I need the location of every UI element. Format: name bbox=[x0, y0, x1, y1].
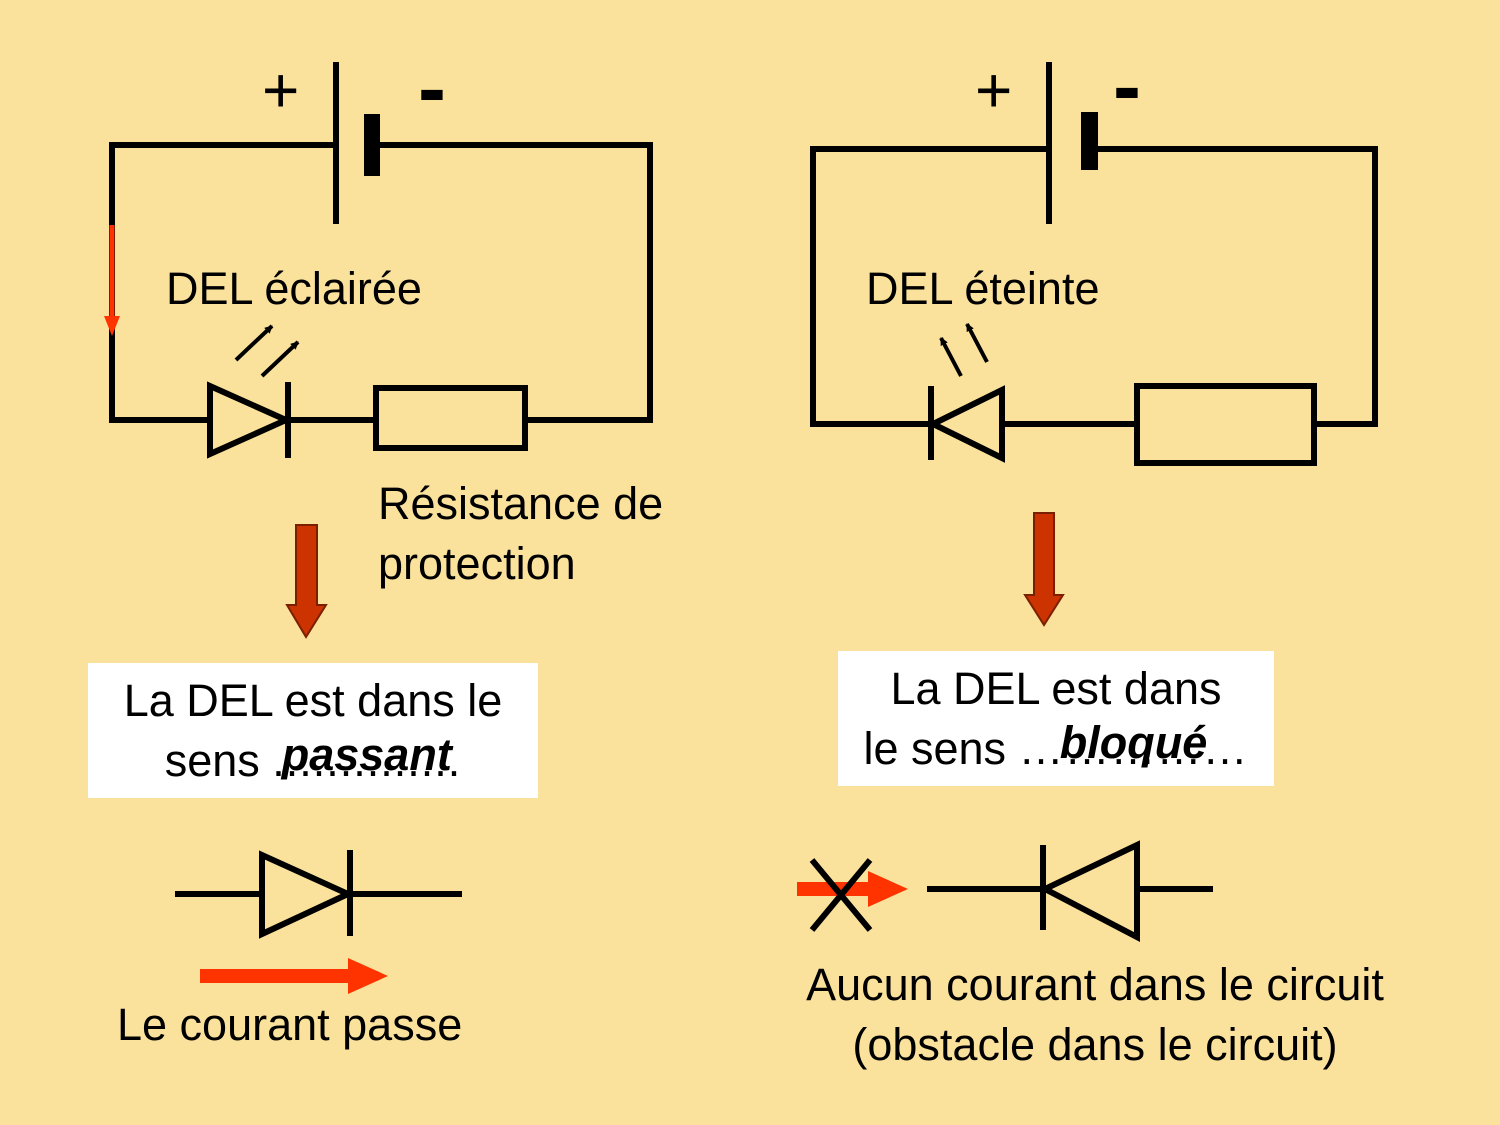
right-caption: Aucun courant dans le circuit (obstacle … bbox=[770, 955, 1420, 1075]
left-conclusion-box: La DEL est dans le sens ..............pa… bbox=[88, 663, 538, 798]
right-down-arrow bbox=[1023, 512, 1065, 627]
left-box-line2-prefix: sens bbox=[164, 735, 273, 786]
right-battery-minus-sign: - bbox=[1113, 39, 1141, 133]
left-led-light-arrows bbox=[234, 324, 300, 378]
left-passing-diode-symbol bbox=[175, 850, 462, 939]
right-led-symbol bbox=[926, 385, 1005, 463]
right-led-light-arrows bbox=[939, 323, 989, 377]
resistor-label-line2: protection bbox=[378, 538, 576, 589]
right-caption-line1: Aucun courant dans le circuit bbox=[806, 959, 1384, 1010]
left-down-arrow bbox=[285, 524, 328, 639]
right-circuit bbox=[797, 62, 1378, 942]
left-led-state-label: DEL éclairée bbox=[166, 263, 422, 314]
resistor-label: Résistance de protection bbox=[378, 474, 663, 594]
right-battery bbox=[1046, 62, 1098, 224]
right-blocking-diode-symbol bbox=[927, 840, 1213, 942]
left-led-symbol bbox=[207, 381, 294, 459]
right-circuit-wires bbox=[810, 146, 1378, 427]
right-box-line2: le sens ……………bloqué bbox=[838, 717, 1274, 779]
cross-icon bbox=[809, 858, 873, 932]
left-box-line2: sens ..............passant bbox=[88, 729, 538, 791]
left-current-arrow bbox=[104, 225, 120, 336]
left-box-blank-dots: .............. bbox=[272, 735, 462, 786]
right-box-line2-prefix: le sens bbox=[863, 723, 1019, 774]
right-resistor bbox=[1134, 383, 1317, 466]
right-box-blank-dots: …………… bbox=[1018, 723, 1249, 774]
left-battery-plus-sign: + bbox=[262, 54, 300, 126]
left-battery-minus-sign: - bbox=[418, 41, 446, 135]
left-battery bbox=[333, 62, 380, 224]
left-box-line1: La DEL est dans le bbox=[123, 675, 503, 726]
right-box-answer: bloqué bbox=[1059, 717, 1208, 768]
resistor-label-line1: Résistance de bbox=[378, 478, 664, 529]
left-box-answer: passant bbox=[281, 729, 452, 780]
left-circuit bbox=[104, 62, 653, 994]
left-resistor bbox=[373, 385, 528, 451]
right-blocked-current-arrow bbox=[797, 871, 908, 907]
left-caption: Le courant passe bbox=[117, 999, 463, 1050]
right-conclusion-box: La DEL est dans le sens ……………bloqué bbox=[838, 651, 1274, 786]
right-caption-line2: (obstacle dans le circuit) bbox=[852, 1019, 1338, 1070]
right-led-state-label: DEL éteinte bbox=[866, 263, 1100, 314]
left-current-flow-arrow bbox=[200, 958, 388, 994]
right-battery-plus-sign: + bbox=[975, 54, 1013, 126]
right-box-line1: La DEL est dans bbox=[890, 663, 1222, 714]
